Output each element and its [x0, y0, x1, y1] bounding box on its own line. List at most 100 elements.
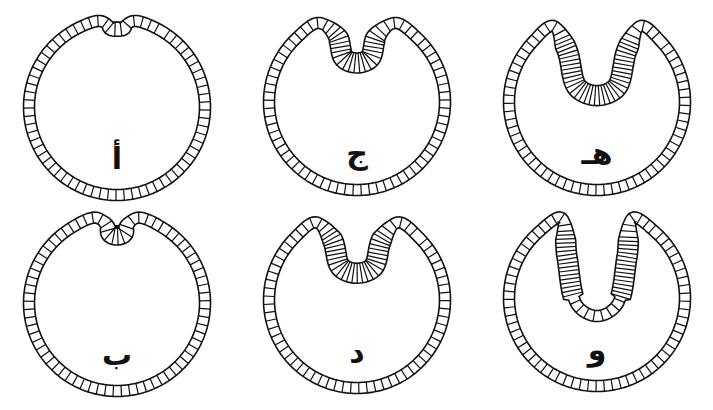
cell-wall [432, 137, 442, 142]
cell-layer [24, 15, 211, 200]
cell-wall [504, 299, 515, 300]
cell-wall [342, 381, 344, 392]
cell-wall [294, 33, 302, 41]
cell-wall [603, 184, 605, 195]
cell-wall [544, 220, 551, 228]
cell-wall [54, 168, 61, 176]
cell-wall [399, 20, 404, 30]
cell-wall [376, 182, 378, 193]
cell-wall [43, 157, 52, 164]
cell-wall [548, 172, 554, 181]
cell-wall [336, 182, 338, 193]
cell-wall [41, 351, 50, 357]
cell-wall [123, 189, 125, 200]
cell-wall [621, 231, 637, 232]
cell-wall [364, 46, 384, 49]
cell-wall [199, 101, 210, 103]
cell-walls [24, 212, 211, 396]
cell-wall [584, 308, 589, 318]
cell-wall [626, 33, 640, 39]
cell-wall [98, 214, 103, 224]
cell-wall [436, 323, 447, 326]
cell-wall [611, 304, 619, 311]
cell-wall [615, 268, 635, 270]
embryo-stage: هـ [487, 2, 707, 202]
embryo-outline [487, 2, 707, 202]
stage-letter: ب [102, 337, 132, 373]
cell-wall [672, 64, 682, 68]
cell-wall [616, 264, 636, 267]
cell-wall [562, 71, 582, 75]
embryo-stage: ج [247, 2, 467, 202]
cell-wall [557, 257, 577, 260]
cell-wall [523, 152, 532, 159]
cell-wall [557, 234, 575, 236]
cell-wall [360, 53, 365, 72]
cell-wall [534, 163, 541, 171]
cell-wall [24, 301, 35, 302]
cell-wall [424, 150, 433, 156]
cell-wall [561, 67, 581, 70]
cell-wall [358, 53, 360, 73]
cell-wall [105, 385, 106, 396]
cell-wall [504, 94, 515, 96]
cell-walls [504, 213, 691, 391]
cell-wall [438, 284, 449, 286]
cell-wall [177, 164, 185, 172]
cell-wall [679, 113, 690, 114]
cell-wall [632, 177, 637, 187]
cell-wall [295, 229, 303, 237]
cell-wall [24, 107, 35, 108]
cell-wall [48, 163, 56, 170]
cell-wall [526, 237, 534, 244]
cell-wall [25, 316, 36, 318]
cell-wall [643, 220, 650, 228]
cell-wall [281, 150, 290, 156]
cell-wall [430, 59, 440, 64]
stage-letter: ج [346, 136, 368, 172]
cell-wall [563, 292, 582, 297]
cell-wall [507, 274, 518, 277]
cell-wall [302, 223, 309, 231]
cell-wall [514, 139, 524, 144]
cell-wall [112, 226, 116, 245]
cell-wall [560, 277, 580, 280]
cell-wall [322, 231, 337, 241]
cell-wall [81, 21, 86, 31]
cell-wall [431, 337, 441, 342]
cell-wall [105, 23, 114, 33]
cell-wall [557, 254, 577, 257]
cell-wall [199, 300, 210, 301]
cell-wall [166, 228, 173, 237]
cell-wall [303, 367, 309, 376]
cell-wall [407, 365, 414, 374]
cell-wall [554, 29, 566, 36]
cell-wall [190, 260, 200, 265]
cell-wall [342, 52, 352, 70]
cell-wall [154, 24, 159, 34]
embryo-stage: و [487, 198, 707, 398]
cell-wall [576, 305, 584, 313]
cell-wall [271, 333, 281, 337]
cell-wall [518, 342, 527, 348]
cell-wall [438, 115, 449, 117]
cell-wall [271, 263, 281, 267]
cell-wall [41, 52, 50, 58]
cell-wall [189, 61, 199, 66]
cell-wall [666, 343, 675, 349]
cell-wall [618, 182, 621, 193]
cell-wall [268, 75, 279, 78]
cell-wall [192, 337, 202, 342]
cell-wall [614, 276, 634, 279]
cell-wall [662, 349, 671, 356]
cell-wall [143, 381, 146, 391]
cell-wall [362, 262, 368, 281]
cell-wall [38, 253, 47, 259]
cell-wall [197, 323, 208, 326]
cell-wall [532, 231, 540, 239]
cell-wall [645, 169, 651, 178]
cell-wall [25, 91, 36, 93]
embryo-outline [487, 198, 707, 398]
cell-wall [296, 363, 303, 371]
cell-wall [358, 382, 359, 393]
